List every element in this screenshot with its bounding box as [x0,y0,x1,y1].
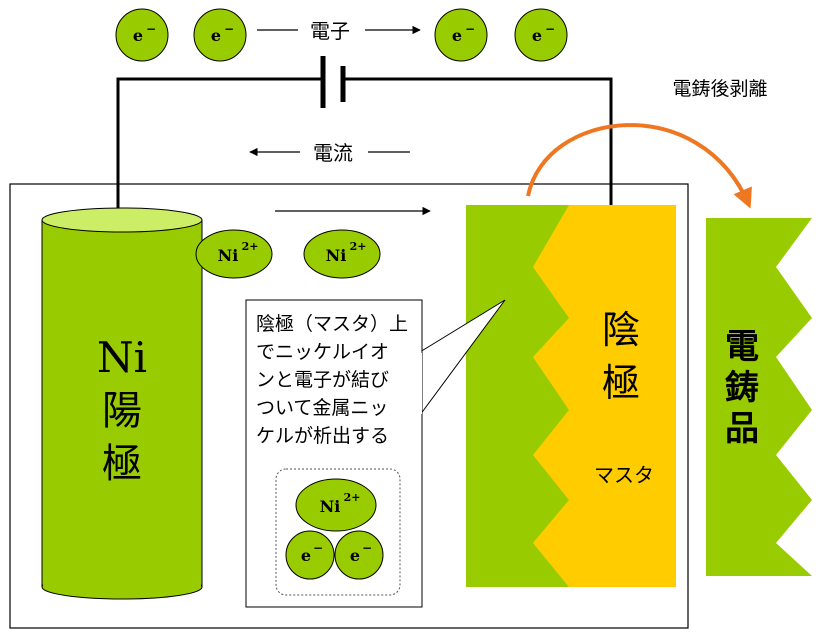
svg-text:Ni: Ni [326,246,347,265]
battery-symbol [320,56,346,108]
anode-cylinder [41,207,203,600]
inset-electron-2: e − [334,530,384,580]
inset-ni-ion: Ni 2+ [295,478,377,532]
anode-label-ni: Ni [97,333,147,382]
electron-top-2: e − [193,8,247,62]
electron-top-1: e − [115,8,169,62]
electron-top-4: e − [514,8,568,62]
electroformed-product [706,218,812,576]
callout-line-5: ケルが析出する [256,425,389,447]
anode-label-yo: 陽 [102,388,142,434]
electron-flow-label: 電子 [310,19,350,43]
callout-text: 陰極（マスタ）上 でニッケルイオ ンと電子が結び ついて金属ニッ ケルが析出する [256,313,408,447]
svg-text:−: − [362,541,372,555]
electron-top-3: e − [434,8,488,62]
svg-text:e: e [350,546,360,565]
master-label: マスタ [594,463,654,487]
svg-text:2+: 2+ [242,240,259,253]
callout-line-4: ついて金属ニッ [256,397,388,419]
svg-text:e: e [532,26,542,45]
ni-ion-2: Ni 2+ [303,229,381,279]
svg-text:e: e [301,546,311,565]
svg-text:−: − [224,22,234,36]
svg-text:−: − [465,22,475,36]
svg-text:e: e [452,26,462,45]
cathode-label-in: 陰 [602,308,640,352]
peel-arrow [526,123,752,209]
svg-text:−: − [545,22,555,36]
svg-text:−: − [146,22,156,36]
svg-text:2+: 2+ [350,240,367,253]
callout-line-2: でニッケルイオ [256,341,389,363]
cathode-master [533,205,676,587]
ni-ion-1: Ni 2+ [195,229,273,279]
svg-text:2+: 2+ [344,491,361,504]
circuit-wire [116,77,613,213]
svg-text:Ni: Ni [320,497,341,516]
current-label: 電流 [313,141,353,165]
svg-text:e: e [133,26,143,45]
svg-text:e: e [211,26,221,45]
product-label-chu: 鋳 [725,368,759,408]
peel-label: 電鋳後剥離 [672,77,767,100]
svg-text:Ni: Ni [218,246,239,265]
product-label-hin: 品 [725,409,759,449]
callout-line-3: ンと電子が結び [256,369,389,391]
svg-text:−: − [313,541,323,555]
product-label-den: 電 [725,327,759,367]
cathode-label-kyoku: 極 [602,361,640,405]
callout-line-1: 陰極（マスタ）上 [256,313,408,335]
inset-electron-1: e − [285,530,335,580]
anode-label-kyoku: 極 [102,441,142,487]
